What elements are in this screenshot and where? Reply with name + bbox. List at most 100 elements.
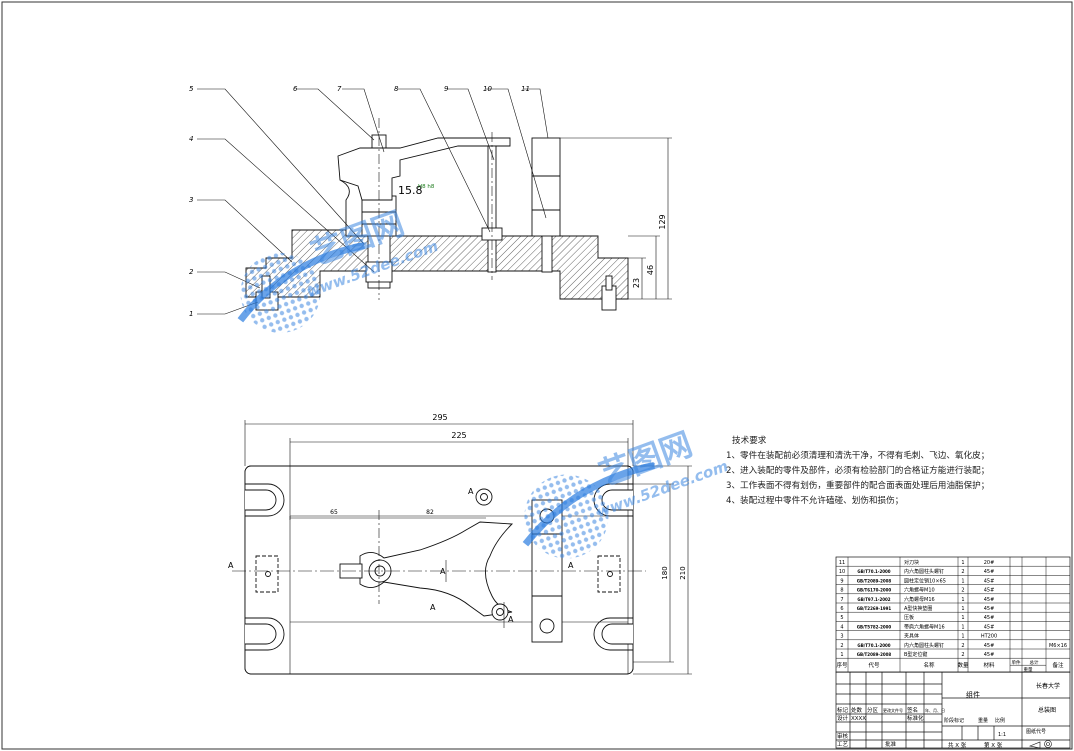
bom-cell-name: 带肩六角螺母M16 xyxy=(904,623,945,630)
bom-cell-name: 六角螺母M10 xyxy=(904,587,935,594)
bom-cell-name: 六角螺母M16 xyxy=(904,596,935,603)
balloon-8: 8 xyxy=(394,85,399,93)
bom-cell-mat: 45# xyxy=(984,615,995,621)
dim-46: 46 xyxy=(646,265,655,275)
bom-cell-mat: 45# xyxy=(984,606,995,612)
tb-stage: 阶段标记 xyxy=(944,717,964,724)
bom-cell-mat: HT200 xyxy=(981,634,997,640)
bom-cell-code: GB/T6170-2000 xyxy=(857,588,892,593)
bom-cell-code: GB/T2269-1991 xyxy=(857,606,892,611)
part-balloons xyxy=(197,88,549,315)
balloon-2: 2 xyxy=(189,268,194,276)
setting-block xyxy=(531,137,561,237)
balloon-11: 11 xyxy=(521,85,530,93)
balloon-4: 4 xyxy=(189,135,193,143)
tb-scale-val: 1:1 xyxy=(998,732,1006,738)
bom-cell-name: A型快换垫圈 xyxy=(904,605,932,612)
bom-header-cell: 代号 xyxy=(868,661,880,669)
tb-school: 长春大学 xyxy=(1036,682,1060,690)
balloon-labels: 1 2 3 4 5 6 7 8 9 10 11 xyxy=(189,85,530,318)
bom-cell-mat: 45# xyxy=(984,624,995,630)
bom-header-cell: 名称 xyxy=(923,661,935,669)
bom-cell-no: 7 xyxy=(840,597,843,603)
section-mark-right: A xyxy=(568,561,574,570)
section-mark-pin: A xyxy=(508,615,514,624)
tb-std: 标准化 xyxy=(907,714,924,722)
tb-mark: 标记 xyxy=(837,706,849,714)
bom-cell-name: 内六角圆柱头螺钉 xyxy=(904,568,944,575)
dim-129: 129 xyxy=(658,214,667,229)
bom-cell-qty: 1 xyxy=(961,624,964,630)
dim-210: 210 xyxy=(679,566,687,579)
bom-cell-mat: 45# xyxy=(984,569,995,575)
pin-top-view xyxy=(475,488,493,506)
section-mark-top: A xyxy=(468,487,474,496)
dim-295: 295 xyxy=(432,413,447,422)
bom-cell-no: 3 xyxy=(840,634,843,640)
tb-date: 年、月、日 xyxy=(925,707,945,713)
bom-header-weight: 重量 xyxy=(1024,666,1033,673)
title-block xyxy=(835,671,1071,749)
bom-cell-qty: 1 xyxy=(961,615,964,621)
requirement-3: 3、工作表面不得有划伤，重要部件的配合面表面处理后用油脂保护； xyxy=(726,481,990,491)
bom-cell-qty: 1 xyxy=(961,606,964,612)
tb-sheets: 共 X 张 xyxy=(948,741,967,749)
bom-cell-qty: 2 xyxy=(961,569,964,575)
bom-cell-qty: 1 xyxy=(961,634,964,640)
bom-cell-code: GB/T2089-2008 xyxy=(857,578,892,583)
dim-23: 23 xyxy=(632,278,641,288)
tb-change-doc: 更改文件号 xyxy=(883,707,903,713)
tb-design-no: XXXX xyxy=(851,716,866,722)
bom-cell-qty: 2 xyxy=(961,652,964,658)
projection-symbol xyxy=(1028,740,1052,749)
section-marks: A A A A A A xyxy=(228,487,574,624)
bom-cell-no: 4 xyxy=(840,624,843,630)
requirement-1: 1、零件在装配前必须清理和清洗干净，不得有毛刺、飞边、氧化皮； xyxy=(726,451,990,461)
bom-cell-mat: 45# xyxy=(984,588,995,594)
bom-cell-code: GB/T70.1-2000 xyxy=(857,643,890,648)
balloon-3: 3 xyxy=(189,196,193,204)
bom-cell-no: 8 xyxy=(840,588,843,594)
bom-cell-code: GB/T2089-2008 xyxy=(857,652,892,657)
balloon-1: 1 xyxy=(189,310,193,318)
bom-cell-no: 2 xyxy=(840,643,843,649)
tb-zone: 分区 xyxy=(867,706,879,714)
bom-cell-no: 6 xyxy=(840,606,843,612)
bom-cell-mat: 45# xyxy=(984,652,995,658)
bom-cell-code: GB/T97.1-2002 xyxy=(857,597,890,602)
requirements-title: 技术要求 xyxy=(732,436,767,446)
workpiece-fork xyxy=(359,521,514,617)
bom-cell-no: 9 xyxy=(840,578,843,584)
bom-cell-note: M6×16 xyxy=(1049,643,1067,649)
bom-cell-qty: 1 xyxy=(961,597,964,603)
bom-header-total-weight: 总计 xyxy=(1030,659,1039,666)
bom-cell-code: GB/T5782-2000 xyxy=(857,624,892,629)
bom-cell-no: 11 xyxy=(839,560,845,566)
tb-review: 审核 xyxy=(837,732,849,740)
tb-projection: 图纸代号 xyxy=(1026,728,1046,735)
roughness-fit: H8 h8 xyxy=(418,184,435,190)
bom-cell-name: 对刀块 xyxy=(904,559,919,566)
bom-header-cell: 材料 xyxy=(983,661,995,669)
dim-180: 180 xyxy=(661,566,669,579)
bom-cell-no: 10 xyxy=(839,569,845,575)
bom-cell-code: GB/T70.1-2000 xyxy=(857,569,890,574)
balloon-9: 9 xyxy=(444,85,449,93)
tb-craft: 工艺 xyxy=(837,741,849,748)
tb-assembly: 组件 xyxy=(966,690,980,699)
tb-weight: 重量 xyxy=(978,717,988,724)
balloon-6: 6 xyxy=(293,85,298,93)
requirement-2: 2、进入装配的零件及部件，必须有检验部门的合格证方能进行装配； xyxy=(726,466,990,476)
bom-cell-qty: 1 xyxy=(961,560,964,566)
front-dimensions xyxy=(560,137,672,300)
dim-225: 225 xyxy=(451,431,466,440)
bom-cell-name: B型定位键 xyxy=(904,651,927,658)
bom-cell-mat: 45# xyxy=(984,597,995,603)
tb-count: 处数 xyxy=(851,706,863,714)
clamp-plate xyxy=(337,137,511,201)
bom-cell-name: 压板 xyxy=(904,614,914,621)
